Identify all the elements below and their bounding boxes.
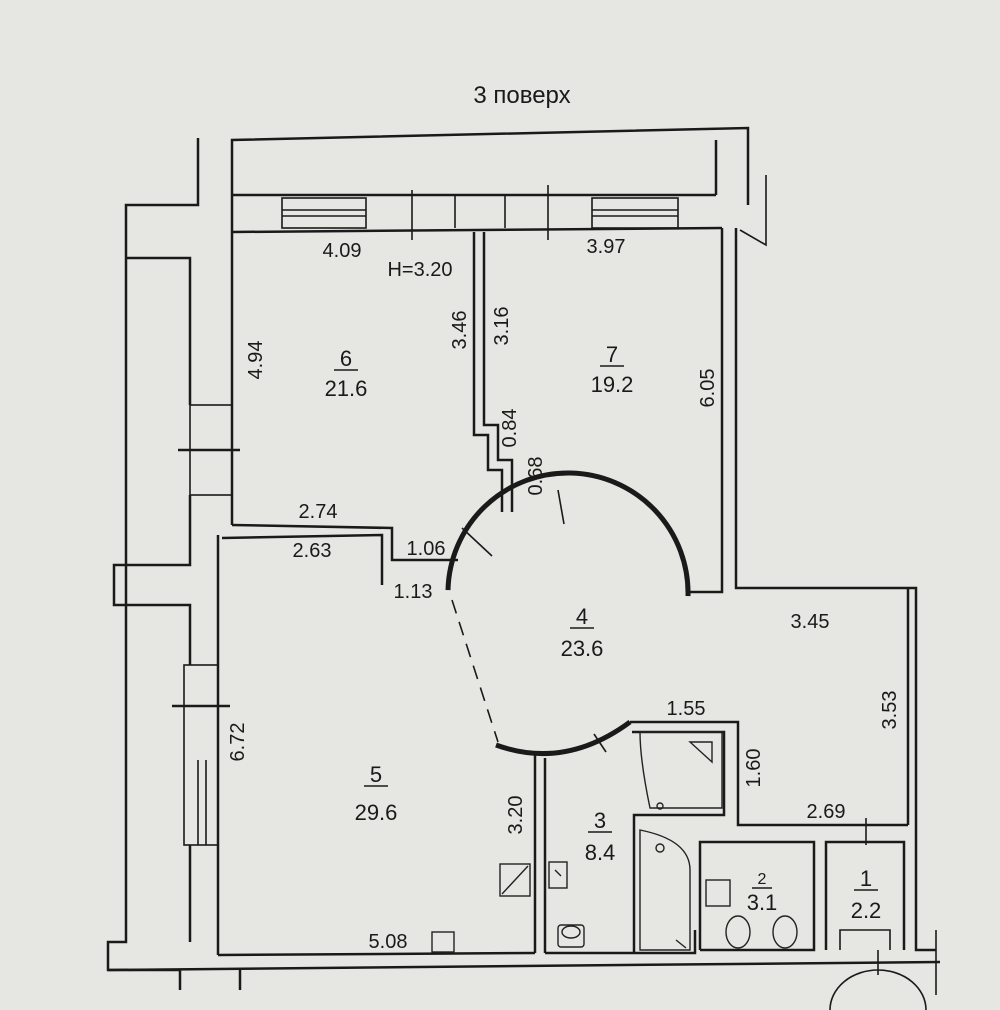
dim-step-a: 0.84 [499, 409, 521, 448]
dim-room6-bottom: 2.74 [299, 501, 338, 523]
dim-right-room7: 6.05 [697, 369, 719, 408]
dimension-labels: 4.09 3.97 4.94 3.46 3.16 6.05 0.84 0.68 … [227, 236, 901, 953]
room-2-area: 3.1 [747, 890, 778, 915]
room-labels: 6 21.6 7 19.2 4 23.6 5 29.6 3 8.4 2 3.1 … [325, 342, 882, 923]
floor-title: 3 поверх [473, 82, 570, 109]
dim-top-left: 4.09 [323, 240, 362, 262]
room-6-area: 21.6 [325, 376, 368, 401]
toilet-icon [557, 924, 585, 948]
room-4-number: 4 [576, 604, 588, 629]
ceiling-height-label: H=3.20 [387, 259, 452, 281]
dim-hall-right: 3.45 [791, 611, 830, 633]
shower-tray [639, 731, 723, 809]
dim-left-room6: 4.94 [245, 341, 267, 380]
room-3-number: 3 [594, 808, 606, 833]
dim-left-room5: 6.72 [227, 723, 249, 762]
dim-step-b: 0.68 [525, 457, 547, 496]
dim-notch-side: 1.13 [394, 581, 433, 603]
boiler-icon [499, 863, 531, 897]
radiator-icon [431, 931, 455, 953]
wc-icon-2 [772, 915, 798, 949]
bathtub [639, 829, 691, 951]
room-3-area: 8.4 [585, 840, 616, 865]
room-5-area: 29.6 [355, 800, 398, 825]
dim-bath-side: 3.20 [505, 796, 527, 835]
dim-wc-top: 2.69 [807, 801, 846, 823]
dim-notch-top: 1.06 [407, 538, 446, 560]
room-1-area: 2.2 [851, 898, 882, 923]
room-2-number: 2 [758, 871, 767, 888]
windows [172, 185, 679, 846]
dim-top-right: 3.97 [587, 236, 626, 258]
dim-room5-bottom: 5.08 [369, 931, 408, 953]
room-6-number: 6 [340, 346, 352, 371]
dim-room5-top: 2.63 [293, 540, 332, 562]
dim-hall-right-side: 3.53 [879, 691, 901, 730]
dim-partition-b: 3.16 [491, 307, 513, 346]
room-7-number: 7 [606, 342, 618, 367]
room-5-number: 5 [370, 762, 382, 787]
dim-bath-top: 1.55 [667, 698, 706, 720]
sink-icon [548, 861, 568, 889]
fixtures [431, 731, 798, 953]
room-4-area: 23.6 [561, 636, 604, 661]
dim-partition-a: 3.46 [449, 311, 471, 350]
washbasin-icon [705, 879, 731, 907]
dim-closet-side: 1.60 [743, 749, 765, 788]
room-7-area: 19.2 [591, 372, 634, 397]
room-1-number: 1 [860, 866, 872, 891]
wc-icon-1 [725, 915, 751, 949]
